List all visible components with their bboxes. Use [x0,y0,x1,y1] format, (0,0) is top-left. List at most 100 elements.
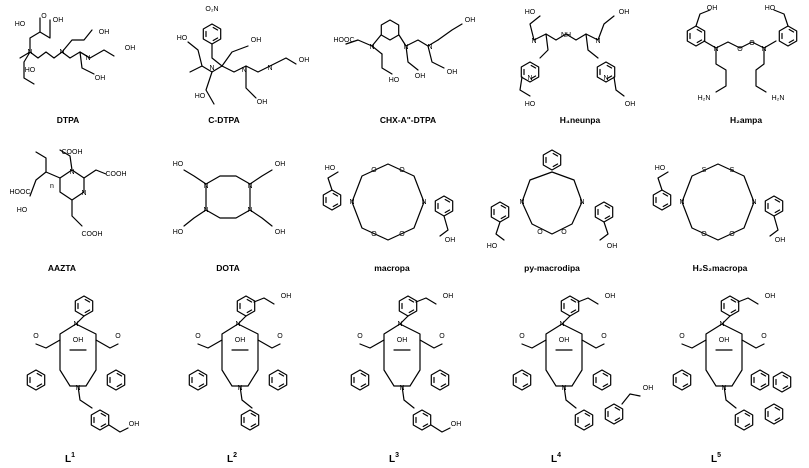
pyridine-ring [74,295,94,317]
caption-l4: L4 [551,452,561,465]
atom-n: N [27,49,32,56]
atom-label: O [357,333,363,340]
atom-label: OH [443,293,454,300]
pyridine-ring [350,369,370,391]
atom-n: N [209,65,214,72]
atom-n: N [85,55,90,62]
atom-n: N [595,38,600,45]
structure-h4neunpa: N NH N N N HO OH HO OH H₄neunpa [519,9,635,125]
atom-label: O [601,333,607,340]
atom-n: N [267,65,272,72]
pyridine-ring [430,369,450,391]
pyridine-ring [398,295,418,317]
atom-n: N [751,199,756,206]
caption-l1-sup: 1 [71,452,75,459]
caption-l5-sup: 5 [717,452,721,459]
atom-label: OH [445,237,456,244]
structure-l3: N OH N O O OH OH L3 [350,293,461,465]
atom-label: O₂N [205,6,218,13]
pyridine-ring [652,189,672,211]
atom-label: OH [99,29,110,36]
pyridine-ring [778,25,798,47]
atom-ring-o: O [701,231,707,238]
caption-l3-base: L [389,454,395,465]
atom-label: HO [173,161,184,168]
structure-l2: N OH N O O OH L2 [188,293,291,465]
atom-n: N [403,44,408,51]
atom-ring-o: O [399,167,405,174]
caption-h2s2macropa: H₂S₂macropa [693,263,748,273]
atom-label: HO [173,229,184,236]
pyridine-ring [594,201,614,223]
caption-l1: L1 [65,452,75,465]
atom-n: N [713,46,718,53]
caption-dota: DOTA [216,263,239,273]
caption-l3-sup: 3 [395,452,399,459]
atom-n: N [761,46,766,53]
caption-l2-sup: 2 [233,452,237,459]
pyridine-ring [236,295,256,317]
caption-l4-base: L [551,454,557,465]
atom-n: N [603,75,608,82]
atom-label: HO [25,67,36,74]
atom-n: N [69,169,74,176]
structure-l5: N OH N O O OH L5 [672,293,792,465]
atom-label: HOOC [334,37,355,44]
atom-label: OH [719,337,730,344]
atom-label: O [749,40,755,47]
caption-l5-base: L [711,454,717,465]
atom-n: N [527,75,532,82]
pyridine-ring [322,189,342,211]
caption-l2-base: L [227,454,233,465]
atom-n: N [203,183,208,190]
atom-label: OH [397,337,408,344]
atom-label: OH [129,421,140,428]
pyridine-ring [412,409,432,431]
atom-label: OH [299,57,310,64]
atom-label: O [277,333,283,340]
caption-l4-sup: 4 [557,452,561,459]
atom-ring-o: O [537,229,543,236]
atom-label: COOH [82,231,103,238]
caption-h2ampa: H₂ampa [730,115,762,125]
atom-label: OH [775,237,786,244]
atom-label: OH [275,229,286,236]
atom-label: OH [605,293,616,300]
caption-h4neunpa: H₄neunpa [560,115,601,125]
atom-label: HO [325,165,336,172]
atom-n: N [247,183,252,190]
atom-label: OH [53,17,64,24]
atom-ring-o: O [371,167,377,174]
atom-n: N [579,199,584,206]
structure-l4: N OH N O O OH OH L4 [512,293,653,465]
caption-macropa: macropa [374,263,410,273]
pyridine-ring [592,369,612,391]
atom-label: HO [655,165,666,172]
atom-label: OH [95,75,106,82]
atom-n: N [721,385,726,392]
pyridine-ring [574,409,594,431]
atom-label: OH [619,9,630,16]
pyridine-ring [240,409,260,431]
atom-label: HO [765,5,776,12]
atom-label: OH [257,99,268,106]
structure-h2s2macropa: N N S S O O HO OH H₂S₂macropa [652,163,786,273]
atom-n: N [203,207,208,214]
pyridine-ring [268,369,288,391]
atom-label: HO [525,101,536,108]
atom-n: N [237,385,242,392]
structure-dtpa: N N N O OH HO HO OH OH OH DTPA [15,13,136,125]
caption-dtpa: DTPA [57,115,80,125]
pyridine-ring [772,371,792,393]
atom-label: OH [125,45,136,52]
atom-n: N [81,190,86,197]
structure-py-macrodipa: N N O O HO OH py-macrodipa [487,149,617,273]
pyridine-ring [604,403,624,425]
structure-macropa: N N O O O O HO OH macropa [322,163,456,273]
structure-c-dtpa: O₂N N N N OH HO HO OH OH C-DTPA [177,6,310,125]
atom-n: N [59,49,64,56]
atom-n: N [519,199,524,206]
pyridine-ring [26,369,46,391]
atom-label: HO [525,9,536,16]
